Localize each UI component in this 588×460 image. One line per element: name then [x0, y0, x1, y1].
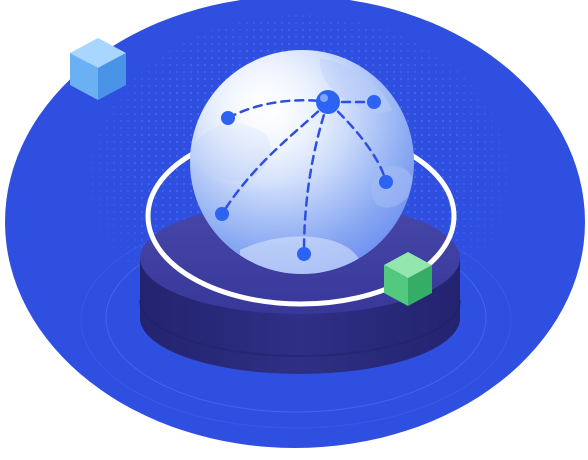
network-node-icon — [215, 90, 393, 261]
globe-icon — [190, 50, 414, 274]
cube-icon — [70, 38, 126, 100]
network-lines — [220, 99, 388, 254]
network-node-hub — [316, 90, 340, 114]
network-node — [215, 207, 229, 221]
network-node — [367, 95, 381, 109]
network-node — [221, 111, 235, 125]
network-node — [379, 175, 393, 189]
orbit-ring-icon — [145, 215, 457, 307]
network-node — [297, 247, 311, 261]
cube-icon-green — [384, 252, 432, 306]
